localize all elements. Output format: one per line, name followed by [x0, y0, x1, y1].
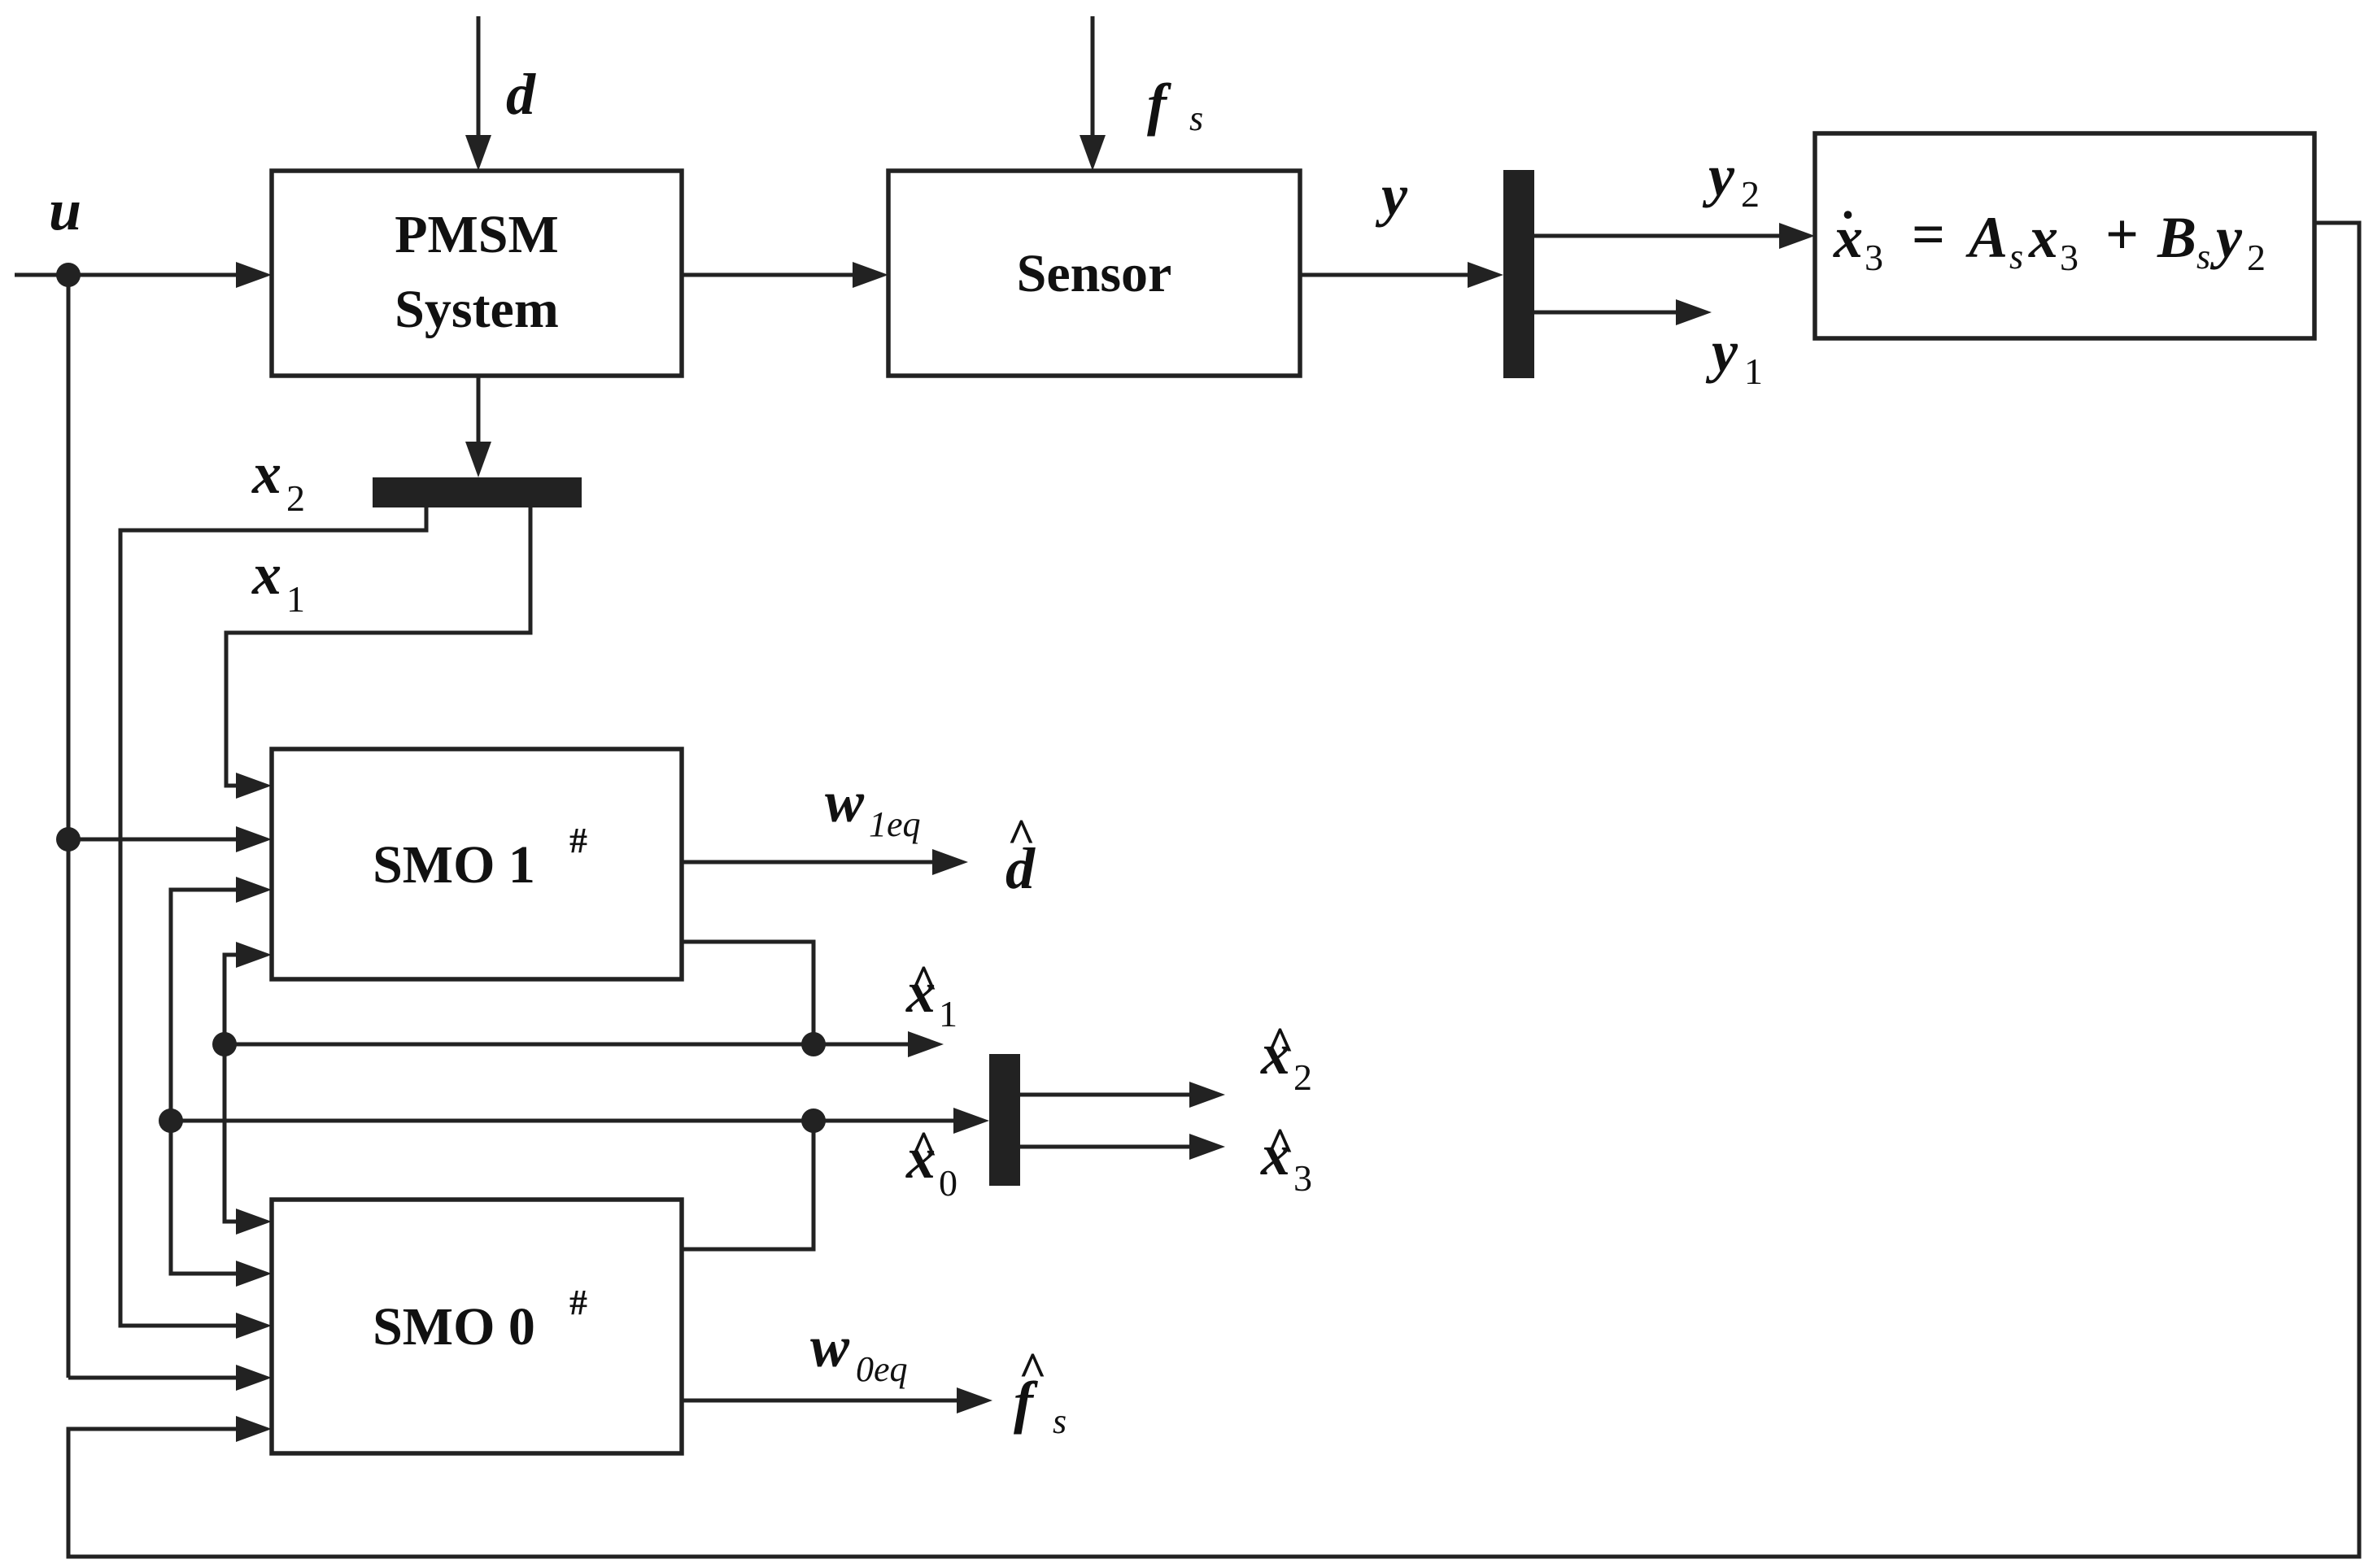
arrowhead	[1676, 299, 1712, 325]
arrowhead	[236, 1416, 272, 1442]
xhat1-hat: ^	[910, 956, 938, 1009]
eq-equals: =	[1912, 202, 1945, 267]
junction-dot	[56, 827, 81, 852]
eq-B-sub: s	[2196, 237, 2210, 277]
dhat-hat: ^	[1007, 809, 1036, 863]
label-w0-sub: 0eq	[856, 1349, 908, 1389]
pmsm-label-line2: System	[395, 280, 559, 339]
arrowhead	[1779, 223, 1815, 249]
label-x2: x	[251, 441, 281, 506]
wire-x1-to-smo1	[224, 507, 533, 788]
label-xhat3: x	[1260, 1122, 1290, 1187]
eq-A-sub: s	[2009, 237, 2023, 277]
junction-dot	[801, 1032, 826, 1056]
label-f: f	[1147, 72, 1171, 137]
label-xhat0: x	[905, 1126, 936, 1191]
wire-x3-feedback	[66, 220, 2362, 1559]
label-x1-sub: 1	[286, 578, 305, 620]
smo0-sup: #	[569, 1283, 587, 1322]
eq-x3: x	[1833, 205, 1863, 270]
label-w0: w	[810, 1314, 850, 1379]
xhat3-hat: ^	[1266, 1118, 1294, 1172]
eq-dot: .	[1842, 175, 1854, 229]
arrowhead	[465, 442, 491, 477]
label-fhat-sub: s	[1053, 1401, 1067, 1441]
eq-x3-sub: 3	[1865, 237, 1883, 278]
fhat-hat: ^	[1019, 1343, 1047, 1396]
label-x2-sub: 2	[286, 477, 305, 519]
sensor-label: Sensor	[1017, 244, 1172, 303]
label-y1-sub: 1	[1744, 351, 1763, 392]
label-dhat: d	[1005, 836, 1036, 901]
junction-dot	[801, 1108, 826, 1133]
arrowhead	[908, 1031, 944, 1057]
arrowhead	[1468, 262, 1503, 288]
label-xhat2: x	[1260, 1021, 1290, 1087]
label-xhat1: x	[905, 960, 936, 1025]
arrowhead	[236, 1313, 272, 1339]
arrowhead	[465, 135, 491, 171]
arrowhead	[236, 773, 272, 799]
smo1-label: SMO 1	[373, 835, 535, 895]
label-xhat1-sub: 1	[939, 993, 957, 1034]
arrowhead	[853, 262, 888, 288]
eq-y2: y	[2209, 205, 2243, 270]
label-d: d	[506, 62, 536, 127]
arrowhead	[236, 1365, 272, 1391]
arrowhead	[1189, 1082, 1225, 1108]
wire-smo0-out	[682, 1121, 816, 1252]
arrowhead	[1189, 1134, 1225, 1160]
wire-x2-to-smo0	[118, 507, 429, 1328]
arrowhead	[236, 1209, 272, 1235]
arrowhead	[932, 849, 968, 875]
demux-bar-x	[373, 477, 582, 507]
wire-xhat1-to-smo0	[222, 1044, 252, 1224]
pmsm-system-block	[269, 168, 684, 378]
wire-smo1-out	[682, 939, 816, 1044]
wire-xhat0-to-smo1	[168, 887, 252, 1121]
label-xhat3-sub: 3	[1293, 1157, 1312, 1199]
smo0-label: SMO 0	[373, 1297, 535, 1357]
label-u: u	[49, 177, 81, 242]
demux-bar-xhat0	[989, 1054, 1020, 1186]
arrowhead	[953, 1108, 989, 1134]
label-x1: x	[251, 542, 281, 607]
junction-dot	[56, 263, 81, 287]
arrowhead	[957, 1387, 992, 1413]
label-y1: y	[1705, 319, 1738, 384]
eq-A: A	[1965, 205, 2008, 270]
smo0-block	[269, 1197, 684, 1456]
xhat2-hat: ^	[1266, 1017, 1294, 1071]
arrowhead	[236, 942, 272, 968]
label-y2: y	[1702, 143, 1735, 208]
junction-dot	[212, 1032, 237, 1056]
demux-bar-y	[1503, 170, 1534, 378]
xhat0-hat: ^	[910, 1122, 938, 1175]
label-xhat2-sub: 2	[1293, 1056, 1312, 1098]
eq-x3b-sub: 3	[2060, 237, 2079, 278]
arrowhead	[1080, 135, 1106, 171]
label-y: y	[1375, 163, 1408, 228]
smo1-sup: #	[569, 821, 587, 860]
label-y2-sub: 2	[1741, 173, 1760, 215]
label-xhat0-sub: 0	[939, 1162, 957, 1204]
eq-B: B	[2157, 205, 2196, 270]
arrowhead	[236, 262, 272, 288]
pmsm-label-line1: PMSM	[395, 205, 559, 264]
arrowhead	[236, 826, 272, 852]
wire-xhat0-to-smo0	[168, 1121, 252, 1276]
label-w1: w	[825, 769, 865, 834]
junction-dot	[159, 1108, 183, 1133]
label-w1-sub: 1eq	[869, 804, 921, 844]
arrowhead	[236, 1261, 272, 1287]
eq-y2-sub: 2	[2247, 237, 2266, 278]
label-f-sub: s	[1189, 98, 1203, 138]
eq-x3b: x	[2028, 205, 2058, 270]
arrowhead	[236, 877, 272, 903]
eq-plus: +	[2105, 202, 2139, 267]
wire-xhat1-to-smo1	[222, 952, 252, 1044]
